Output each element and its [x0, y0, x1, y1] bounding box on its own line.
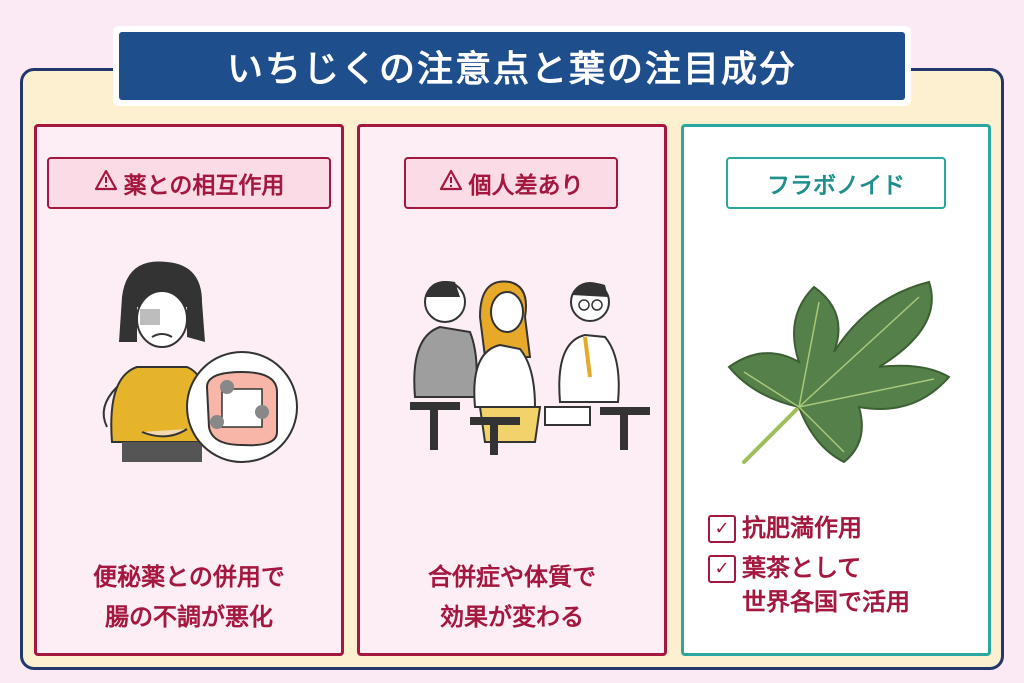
- check-box-icon: ✓: [708, 555, 736, 583]
- title-banner: いちじくの注意点と葉の注目成分: [113, 26, 911, 106]
- page-title: いちじくの注意点と葉の注目成分: [226, 49, 797, 90]
- feature-item: ✓ 葉茶として 世界各国で活用: [708, 551, 978, 619]
- fig-leaf-icon: [684, 257, 988, 507]
- check-box-icon: ✓: [708, 515, 736, 543]
- card-drug-interaction: 薬との相互作用 便秘薬との併用で 腸の不調が悪化: [34, 124, 344, 656]
- warning-triangle-icon: [439, 169, 463, 197]
- card-tag-label: 薬との相互作用: [123, 173, 285, 199]
- woman-stomach-illustration: [37, 257, 341, 507]
- feature-label: 葉茶として 世界各国で活用: [742, 554, 910, 616]
- caption-line: 効果が変わる: [440, 603, 584, 631]
- card-tag-label: 個人差あり: [468, 173, 584, 199]
- card-flavonoid: フラボノイド ✓ 抗肥満作用 ✓ 葉茶として 世界各国で活用: [681, 124, 991, 656]
- feature-label: 抗肥満作用: [742, 514, 862, 542]
- card-tag-label: フラボノイド: [767, 173, 905, 199]
- card-caption: 合併症や体質で 効果が変わる: [360, 557, 664, 637]
- card-caption: 便秘薬との併用で 腸の不調が悪化: [37, 557, 341, 637]
- consultation-illustration: [360, 257, 664, 507]
- title-banner-inner: いちじくの注意点と葉の注目成分: [119, 32, 905, 100]
- card-individual-difference: 個人差あり 合併症や体質で: [357, 124, 667, 656]
- card-tag: フラボノイド: [726, 157, 946, 209]
- caption-line: 便秘薬との併用で: [93, 563, 285, 591]
- caption-line: 腸の不調が悪化: [105, 603, 273, 631]
- warning-triangle-icon: [94, 169, 118, 197]
- feature-list: ✓ 抗肥満作用 ✓ 葉茶として 世界各国で活用: [708, 511, 978, 625]
- feature-item: ✓ 抗肥満作用: [708, 511, 978, 545]
- card-tag: 薬との相互作用: [47, 157, 331, 209]
- card-tag: 個人差あり: [404, 157, 618, 209]
- caption-line: 合併症や体質で: [428, 563, 596, 591]
